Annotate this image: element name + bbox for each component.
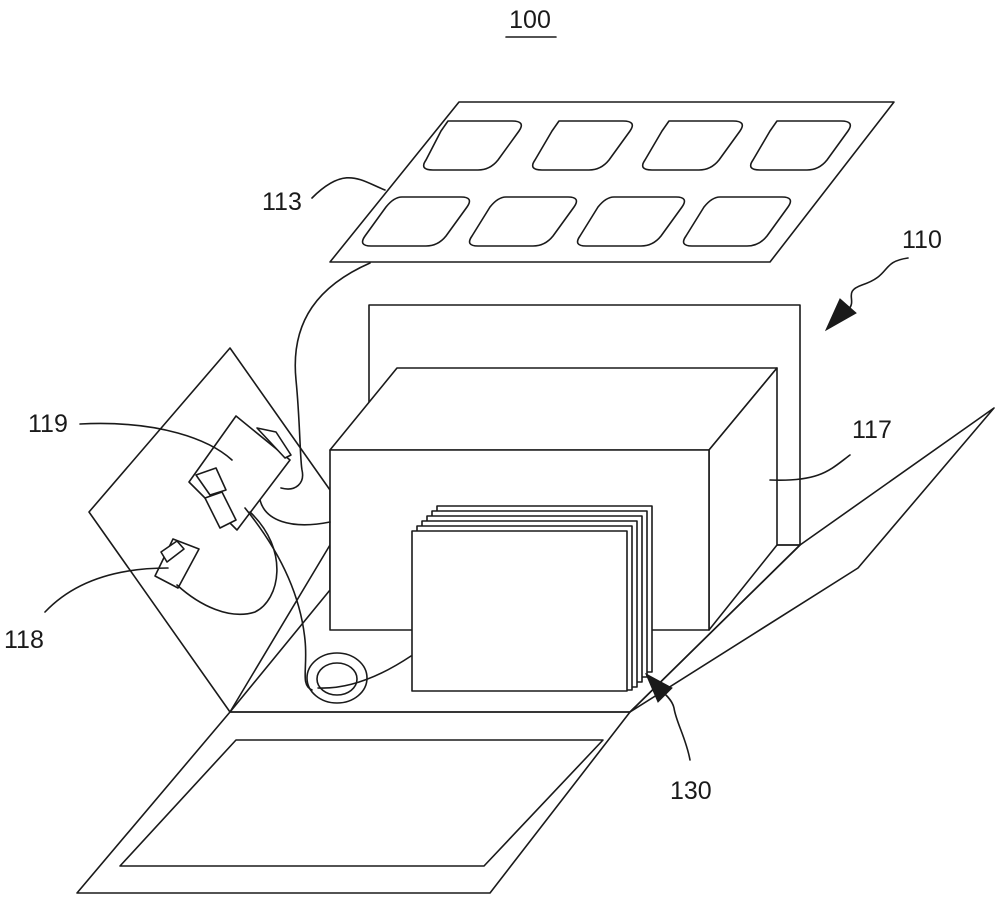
- solar-cell: [751, 121, 851, 170]
- solar-cell: [470, 197, 577, 246]
- solar-cell: [363, 197, 470, 246]
- cable-coil: [307, 653, 411, 703]
- front-flap: [77, 712, 630, 893]
- arrow-110: [826, 258, 908, 330]
- arrow-130: [646, 674, 690, 760]
- label-130: 130: [670, 777, 712, 805]
- battery-stack: [412, 506, 652, 691]
- solar-cell: [643, 121, 743, 170]
- solar-cell: [684, 197, 791, 246]
- solar-panel: [330, 102, 894, 262]
- label-117: 117: [852, 416, 892, 444]
- label-119: 119: [28, 410, 68, 438]
- label-118: 118: [4, 626, 44, 654]
- leader-117: [770, 455, 850, 480]
- leader-118: [45, 568, 168, 612]
- leader-113: [312, 178, 385, 198]
- label-113: 113: [262, 188, 302, 216]
- connector-module: [155, 539, 199, 588]
- solar-cell: [578, 197, 685, 246]
- label-110: 110: [902, 226, 942, 254]
- controller-module: [189, 416, 291, 530]
- solar-cell: [533, 121, 633, 170]
- figure-ref-label: 100: [509, 6, 551, 34]
- left-flap: [89, 348, 330, 712]
